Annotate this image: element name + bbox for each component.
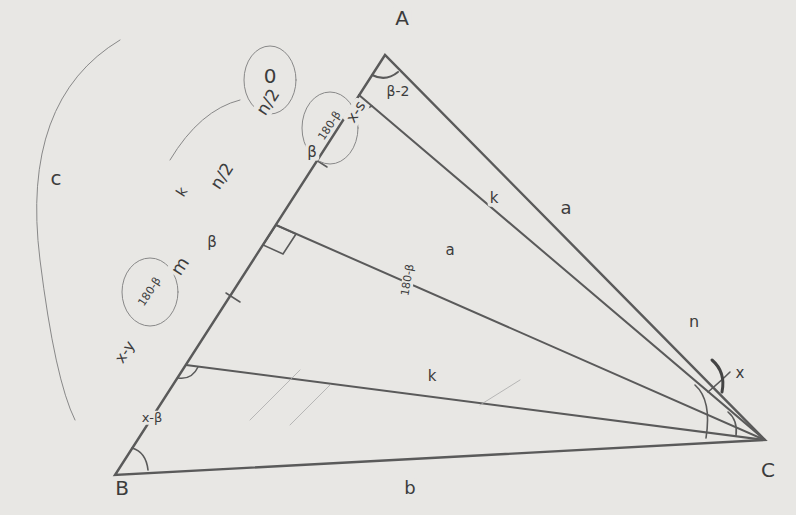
geometry-label: β: [205, 234, 219, 251]
angle-arc: [712, 360, 723, 392]
geometry-label: x-s: [342, 97, 370, 128]
right-angle-mark: [263, 225, 296, 254]
geometry-label: k: [172, 183, 192, 202]
geometry-label: n: [687, 313, 701, 331]
pencil-lines: [37, 40, 765, 475]
cevian: [186, 365, 765, 440]
geometry-label: 0: [262, 65, 279, 87]
angle-arc: [178, 367, 198, 378]
tick-mark: [226, 293, 240, 302]
geometry-label: β-2: [385, 84, 412, 99]
angle-arc: [695, 385, 708, 438]
angle-arc: [728, 412, 736, 436]
geometry-label: A: [393, 7, 411, 29]
angle-arc: [132, 448, 148, 470]
geometry-label: 180-β: [315, 108, 345, 145]
side-bracket: [37, 40, 120, 420]
geometry-label: a: [558, 198, 573, 218]
geometry-label: B: [113, 477, 131, 499]
geometry-label: β: [305, 144, 319, 161]
geometry-label: k: [488, 190, 501, 207]
geometry-label: n/2: [206, 158, 239, 194]
angle-arc: [708, 372, 730, 392]
geometry-label: C: [759, 459, 777, 481]
geometry-label: n/2: [252, 84, 285, 120]
geometry-label: k: [426, 368, 439, 385]
geometry-label: x-y: [111, 336, 139, 368]
geometry-label: c: [49, 167, 64, 189]
leader-curve: [170, 100, 240, 160]
geometry-label: 180-β: [399, 261, 417, 299]
geometry-label: 180-β: [135, 274, 165, 311]
geometry-label: b: [402, 478, 417, 498]
geometry-label: m: [166, 252, 194, 281]
geometry-label: x-β: [140, 411, 165, 425]
circle-mark: [302, 92, 358, 164]
cevian: [359, 95, 765, 440]
geometry-label: a: [443, 242, 456, 259]
angle-arc: [372, 72, 398, 78]
triangle: [115, 55, 765, 475]
geometry-label: x: [734, 365, 747, 382]
hatching: [250, 370, 520, 425]
